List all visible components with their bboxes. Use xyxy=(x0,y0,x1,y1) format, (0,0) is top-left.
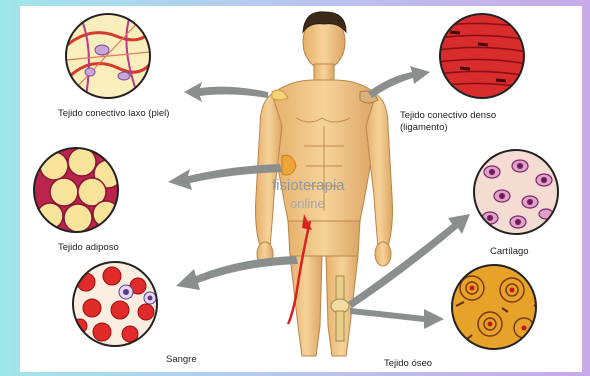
label-denso-1: Tejido conectivo denso xyxy=(400,110,496,122)
label-cartilago: Cartílago xyxy=(490,246,529,258)
watermark-line2: online xyxy=(290,196,325,211)
label-laxo: Tejido conectivo laxo (piel) xyxy=(58,108,169,120)
label-sangre: Sangre xyxy=(166,354,197,366)
label-denso-2: (ligamento) xyxy=(400,122,448,134)
arrow-to-sangre xyxy=(176,256,298,290)
label-adiposo: Tejido adiposo xyxy=(58,242,119,254)
tissue-dense-connective-icon xyxy=(438,14,528,98)
arrow-to-cartilago xyxy=(348,214,470,308)
diagram-svg: fisioterapia online xyxy=(20,6,582,372)
tissue-cartilage-icon xyxy=(474,150,558,234)
label-oseo: Tejido óseo xyxy=(384,358,432,370)
arrow-to-laxo xyxy=(184,82,268,102)
diagram-canvas: fisioterapia online xyxy=(20,6,582,372)
tissue-adipose-icon xyxy=(34,148,122,232)
arrow-to-oseo xyxy=(350,308,444,329)
tissue-loose-connective-icon xyxy=(66,14,152,98)
tissue-blood-icon xyxy=(73,262,157,346)
watermark-line1: fisioterapia xyxy=(272,177,345,194)
arrow-to-denso xyxy=(368,66,430,98)
tissue-bone-icon xyxy=(452,265,540,349)
